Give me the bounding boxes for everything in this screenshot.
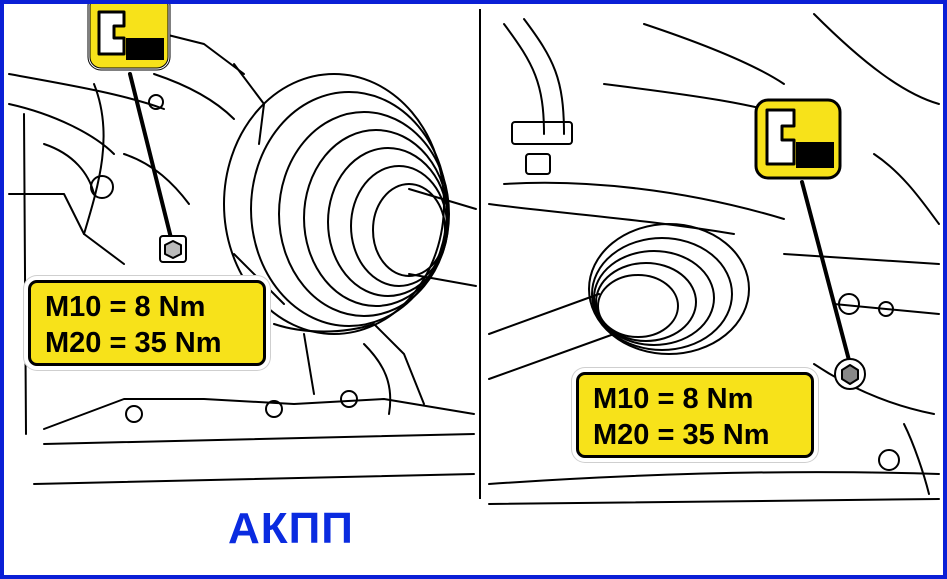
torque-label-right: M10 = 8 Nm M20 = 35 Nm — [576, 372, 814, 458]
housing-outline — [833, 303, 940, 315]
housing-outline — [303, 333, 315, 395]
torque-line-m20: M20 = 35 Nm — [593, 419, 770, 451]
housing-outline — [488, 471, 940, 485]
socket-wrench-icon — [754, 98, 842, 180]
drive-shaft — [488, 333, 615, 380]
cv-boot — [595, 262, 697, 342]
cv-boot — [278, 111, 450, 317]
housing-flange — [33, 473, 475, 485]
housing-outline — [123, 153, 190, 205]
housing-outline — [233, 63, 265, 145]
torque-line-m10: M10 = 8 Nm — [593, 383, 754, 415]
bolt-hole — [838, 293, 860, 315]
cv-boot — [597, 274, 679, 338]
housing-outline — [8, 103, 115, 155]
housing-outline — [83, 83, 105, 235]
housing-outline — [233, 253, 285, 305]
bolt-hole — [148, 94, 164, 110]
cv-boot — [327, 147, 449, 297]
torque-line-m20: M20 = 35 Nm — [45, 327, 222, 359]
housing-outline — [783, 253, 940, 265]
bolt-hole — [90, 175, 114, 199]
housing-outline — [8, 193, 125, 265]
housing-outline — [503, 181, 785, 220]
pipe-clamp — [511, 121, 573, 145]
housing-outline — [813, 13, 940, 105]
housing-outline — [363, 343, 392, 415]
drive-shaft — [488, 293, 600, 335]
housing-outline — [488, 498, 940, 505]
right-panel-drawing — [488, 13, 940, 505]
pipe-bolt — [525, 153, 551, 175]
housing-flange — [43, 398, 475, 430]
bolt-hole — [265, 400, 283, 418]
housing-outline — [903, 423, 930, 495]
target-bolt-head — [164, 240, 182, 259]
bolt-hole — [340, 390, 358, 408]
housing-outline — [643, 23, 785, 85]
pointer-line — [128, 72, 174, 244]
coolant-pipe — [503, 23, 545, 135]
drive-shaft — [408, 273, 477, 287]
housing-flange — [43, 433, 475, 445]
cv-boot — [350, 165, 448, 287]
bolt-hole — [125, 405, 143, 423]
cv-boot — [593, 250, 715, 346]
cv-boot — [591, 237, 733, 351]
housing-outline — [43, 143, 95, 195]
panel-divider — [479, 9, 481, 499]
bolt-hole — [878, 301, 894, 317]
bolt-hole — [878, 449, 900, 471]
torque-label-left: M10 = 8 Nm M20 = 35 Nm — [28, 280, 266, 366]
housing-outline — [153, 73, 235, 120]
housing-outline — [273, 323, 425, 405]
drive-shaft — [408, 188, 477, 210]
housing-outline — [163, 33, 245, 75]
left-panel-drawing — [8, 33, 477, 485]
socket-wrench-icon — [87, 4, 171, 71]
housing-outline — [873, 153, 940, 225]
housing-outline — [488, 203, 735, 235]
torque-line-m10: M10 = 8 Nm — [45, 291, 206, 323]
cv-boot — [372, 183, 446, 277]
housing-outline — [813, 363, 935, 415]
target-bolt-head — [841, 364, 859, 385]
cv-boot — [588, 223, 750, 355]
pointer-line — [800, 180, 852, 366]
housing-outline — [8, 73, 165, 110]
transmission-caption: АКПП — [228, 504, 354, 553]
coolant-pipe — [523, 18, 565, 135]
housing-outline — [23, 113, 27, 435]
